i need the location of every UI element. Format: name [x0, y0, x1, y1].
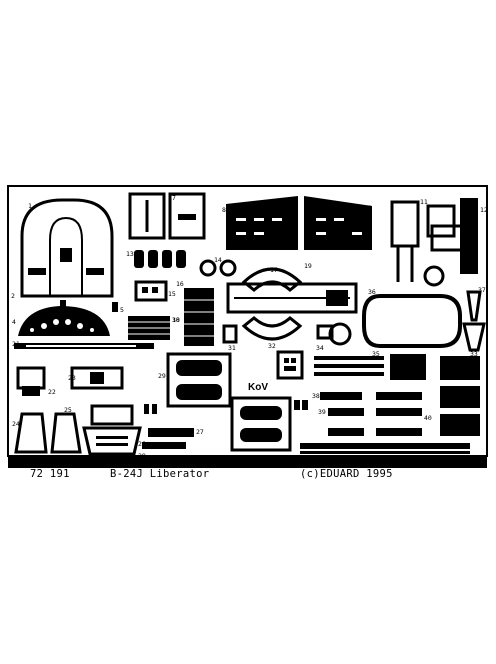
part-8-bulkhead	[226, 196, 298, 250]
label-34: 34	[316, 344, 324, 352]
label-25: 25	[64, 406, 72, 414]
part-17-arch	[241, 267, 303, 341]
label-26: 26	[138, 440, 146, 448]
label-30: 30	[172, 316, 180, 324]
label-12: 12	[480, 206, 488, 214]
label-5: 5	[120, 306, 124, 314]
part-35-rails	[314, 356, 384, 376]
label-1: 1	[28, 202, 32, 210]
label-22: 22	[48, 388, 56, 396]
label-21: 21	[12, 340, 20, 348]
part-27-pins-b	[302, 400, 308, 410]
part-3-pin	[60, 300, 66, 308]
model-name: B-24J Liberator	[110, 468, 210, 480]
part-12-strip	[460, 198, 478, 274]
label-17: 17	[270, 266, 278, 274]
label-4: 4	[12, 318, 16, 326]
kov-logo: KoV	[248, 382, 268, 393]
label-14: 14	[214, 256, 222, 264]
label-36: 36	[368, 288, 376, 296]
part-18-grille	[128, 316, 170, 340]
label-28: 28	[138, 452, 146, 460]
part-32-box	[276, 350, 304, 380]
label-7: 7	[172, 194, 176, 202]
part-25-wedge	[50, 412, 82, 454]
label-39: 39	[318, 408, 326, 416]
part-29-frame-upper	[166, 352, 232, 408]
label-16: 16	[176, 280, 184, 288]
kit-number: 72 191	[30, 468, 70, 480]
label-31: 31	[228, 344, 236, 352]
part-24-wedge	[14, 412, 48, 454]
label-40: 40	[424, 414, 432, 422]
part-26-seat-frame	[82, 404, 142, 456]
label-15: 15	[168, 290, 176, 298]
label-19: 19	[304, 262, 312, 270]
part-6-side-panel	[128, 192, 166, 240]
part-14-ring	[199, 259, 217, 277]
label-33: 33	[470, 350, 478, 358]
part-28-strip	[142, 442, 186, 449]
label-27: 27	[196, 428, 204, 436]
part-9-bulkhead	[304, 196, 372, 250]
part-37-tapered	[462, 290, 486, 352]
label-13: 13	[126, 250, 134, 258]
part-5-pin	[112, 302, 118, 312]
part-20-disc	[423, 265, 445, 287]
label-37: 37	[478, 286, 486, 294]
label-29: 29	[158, 372, 166, 380]
label-32: 32	[268, 342, 276, 350]
part-38-39-40-strips	[320, 392, 422, 436]
fret-bottom-bar	[8, 456, 487, 468]
part-31-block	[222, 324, 238, 344]
label-9: 9	[368, 204, 372, 212]
label-23: 23	[68, 374, 76, 382]
part-14-ring-b	[219, 259, 237, 277]
label-6: 6	[162, 194, 166, 202]
part-11-bracket	[426, 204, 464, 252]
part-15-box	[134, 280, 168, 302]
part-22-bracket	[16, 366, 46, 396]
part-36-loop	[362, 294, 462, 348]
part-7-side-panel	[168, 192, 206, 240]
part-21-strip-inner	[26, 345, 136, 347]
part-25-pins	[144, 404, 149, 414]
label-35: 35	[372, 350, 380, 358]
label-18: 18	[172, 316, 180, 324]
part-19-floor-plate	[226, 282, 358, 314]
part-34-disc-bracket	[316, 322, 352, 346]
label-11: 11	[420, 198, 428, 206]
label-24: 24	[12, 420, 20, 428]
part-10-frame	[390, 200, 420, 282]
part-1-panel-hood	[20, 198, 114, 298]
part-16-tall-grille	[184, 288, 214, 346]
part-27-strip	[148, 428, 194, 437]
part-number-labels: 1 2 3 4 5 6 7 8 9 11 12 13 14 15 16 17 1…	[11, 194, 488, 460]
part-29-frame-lower	[230, 396, 292, 452]
part-13-seat-row	[134, 250, 186, 268]
label-8: 8	[222, 206, 226, 214]
part-30-grilles	[390, 354, 480, 436]
copyright-line: (c)EDUARD 1995	[300, 468, 393, 480]
label-3: 3	[64, 308, 68, 316]
part-27-pins	[294, 400, 300, 410]
part-25-pins-b	[152, 404, 157, 414]
label-2: 2	[11, 292, 15, 300]
part-23-rod	[70, 366, 124, 390]
part-4-instrument-panel	[18, 306, 110, 336]
label-38: 38	[312, 392, 320, 400]
part-33-ladder	[300, 443, 470, 454]
